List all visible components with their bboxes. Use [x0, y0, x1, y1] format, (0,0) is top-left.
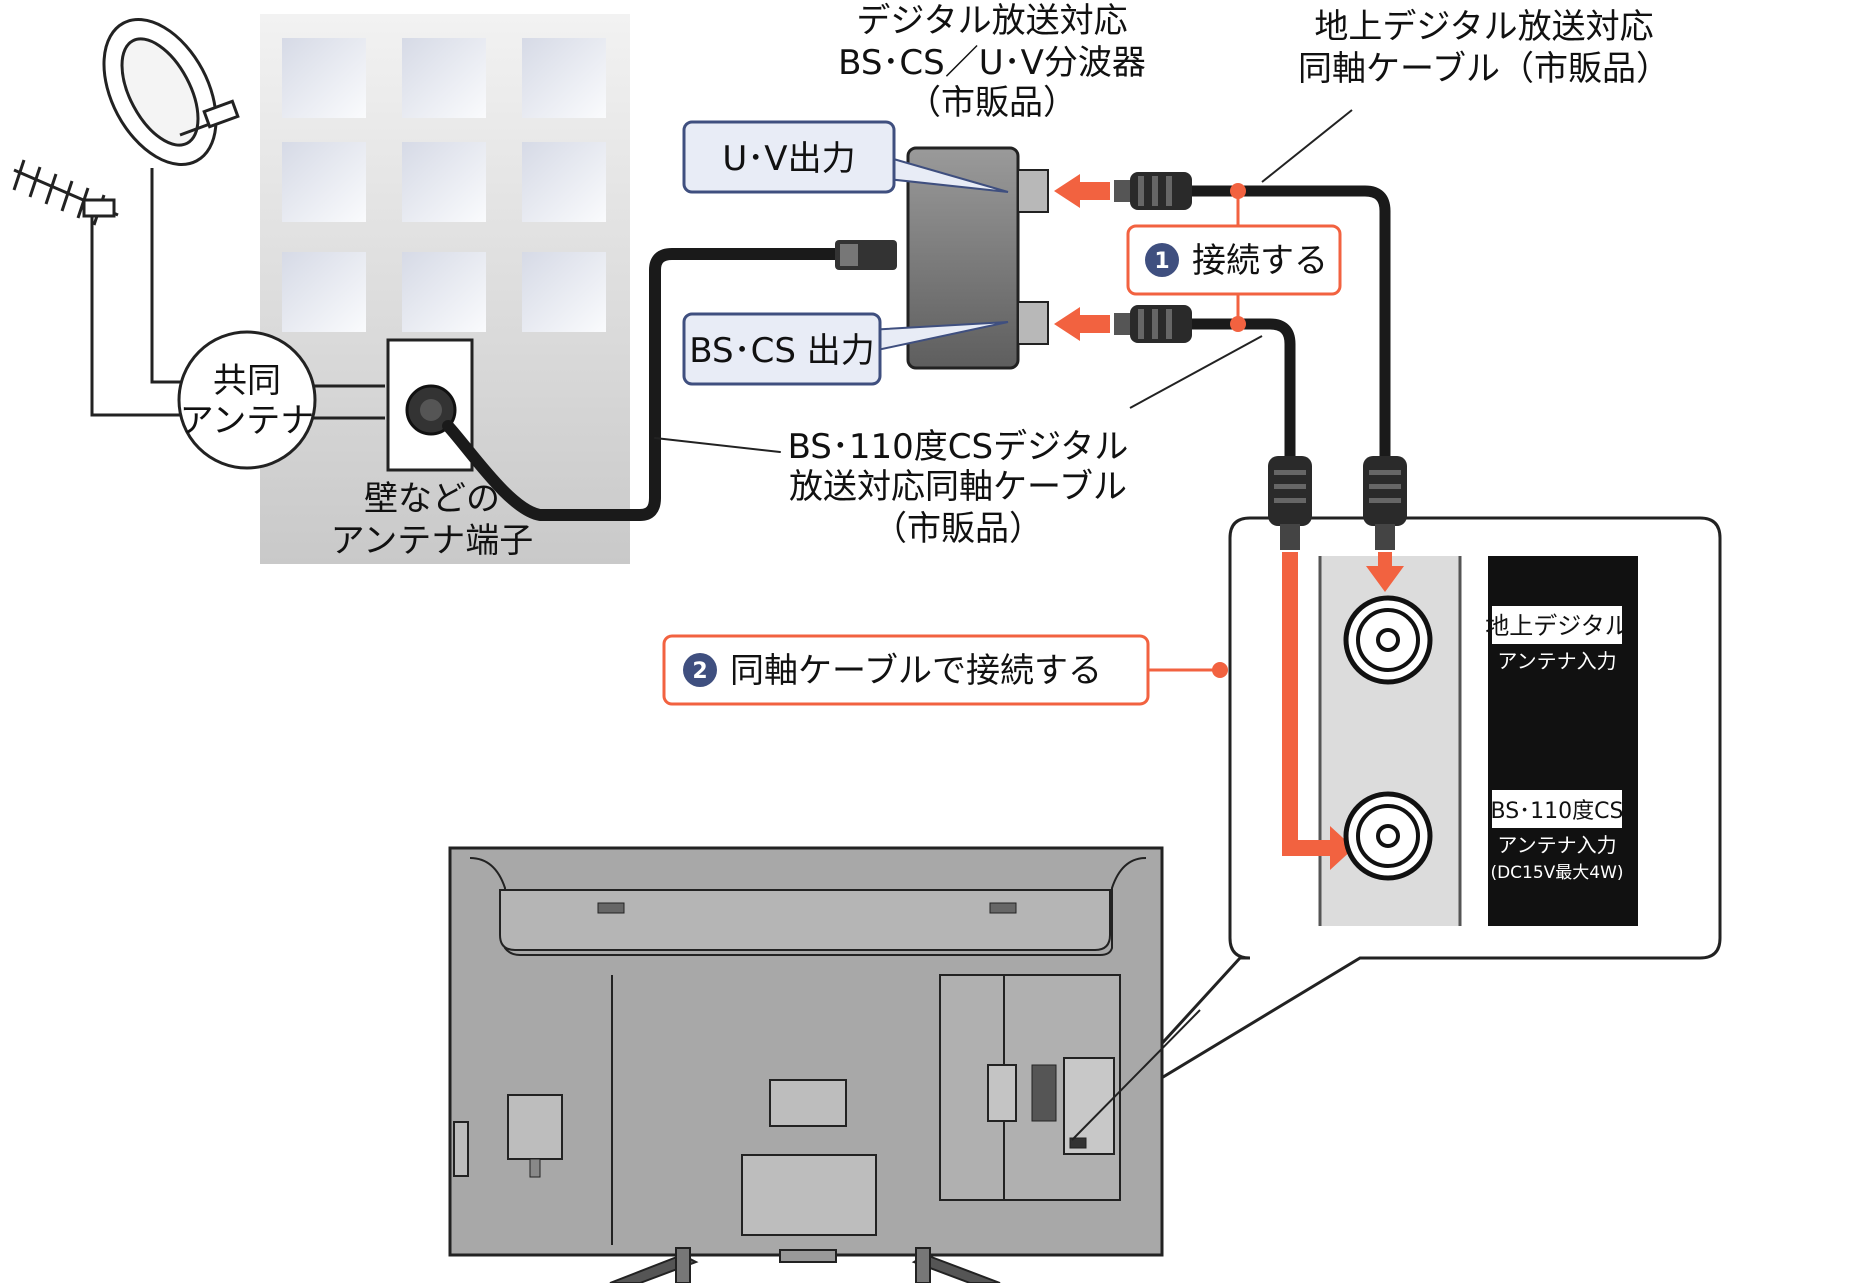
tv-panel-arrows [1282, 552, 1404, 870]
uhf-antenna-icon [12, 159, 119, 330]
wall-terminal-label-1: 壁などの [364, 479, 500, 519]
splitter-input-plug [835, 240, 897, 270]
step-1-badge: 1 接続する [1126, 183, 1342, 332]
shared-antenna-label-2: アンテナ [180, 401, 315, 441]
bscs-output-callout: BS･CS 出力 [682, 312, 1009, 386]
splitter-title-line1: デジタル放送対応 [856, 1, 1127, 41]
bs-cable-line1: BS･110度CSデジタル [788, 427, 1129, 467]
splitter-device [906, 146, 1049, 370]
bs-cable-title: BS･110度CSデジタル 放送対応同軸ケーブル （市販品） [788, 427, 1129, 549]
bs-cable-line2: 放送対応同軸ケーブル [789, 467, 1127, 507]
building [260, 14, 630, 564]
wall-antenna-terminal: 壁などの アンテナ端子 [331, 338, 534, 561]
antenna-wires [90, 258, 385, 420]
shared-antenna-label-1: 共同 [213, 361, 281, 401]
splitter-title-line3: （市販品） [907, 83, 1077, 123]
terrestrial-cable-plug [1114, 172, 1192, 210]
splitter-title: デジタル放送対応 BS･CS／U･V分波器 （市販品） [838, 1, 1146, 123]
terrestrial-sub-label: アンテナ入力 [1497, 649, 1616, 673]
bs-antenna-jack [1343, 791, 1433, 881]
output-cables [1192, 185, 1391, 460]
splitter-title-line2: BS･CS／U･V分波器 [838, 43, 1146, 83]
bs-cable-plug-splitter [1114, 305, 1192, 343]
terrestrial-antenna-jack [1343, 595, 1433, 685]
connect-arrows [1054, 174, 1110, 341]
bs-sub-label: アンテナ入力 [1497, 833, 1616, 857]
bs-cable-line3: （市販品） [873, 509, 1043, 549]
bs-cable-leader [1129, 335, 1263, 409]
terrestrial-cable-title: 地上デジタル放送対応 同軸ケーブル（市販品） [1298, 7, 1670, 89]
wall-terminal-label-2: アンテナ端子 [331, 521, 534, 561]
bs-power-label: (DC15V最大4W) [1490, 863, 1623, 883]
tv-rear [448, 846, 1201, 1283]
uv-output-label: U･V出力 [722, 139, 855, 179]
bscs-output-label: BS･CS 出力 [689, 331, 874, 371]
terrestrial-cable-line2: 同軸ケーブル（市販品） [1298, 49, 1670, 89]
uv-output-callout: U･V出力 [682, 120, 1009, 194]
step-2-number: 2 [692, 659, 707, 684]
shared-antenna: 共同 アンテナ [177, 330, 317, 470]
bs-label: BS･110度CS [1491, 799, 1624, 824]
tv-panel-plugs [1268, 456, 1407, 550]
bs-coax-cable [442, 248, 846, 521]
terrestrial-label: 地上デジタル [1485, 612, 1629, 640]
tv-port-labels: 地上デジタル アンテナ入力 BS･110度CS アンテナ入力 (DC15V最大4… [1485, 606, 1629, 883]
step-2-badge: 2 同軸ケーブルで接続する [662, 634, 1228, 706]
step-1-number: 1 [1154, 249, 1169, 274]
terrestrial-cable-line1: 地上デジタル放送対応 [1314, 7, 1653, 47]
terrestrial-cable-leader [1261, 109, 1353, 183]
step-1-text: 接続する [1192, 241, 1328, 281]
satellite-dish-icon [102, 18, 240, 258]
step-2-text: 同軸ケーブルで接続する [730, 651, 1102, 691]
